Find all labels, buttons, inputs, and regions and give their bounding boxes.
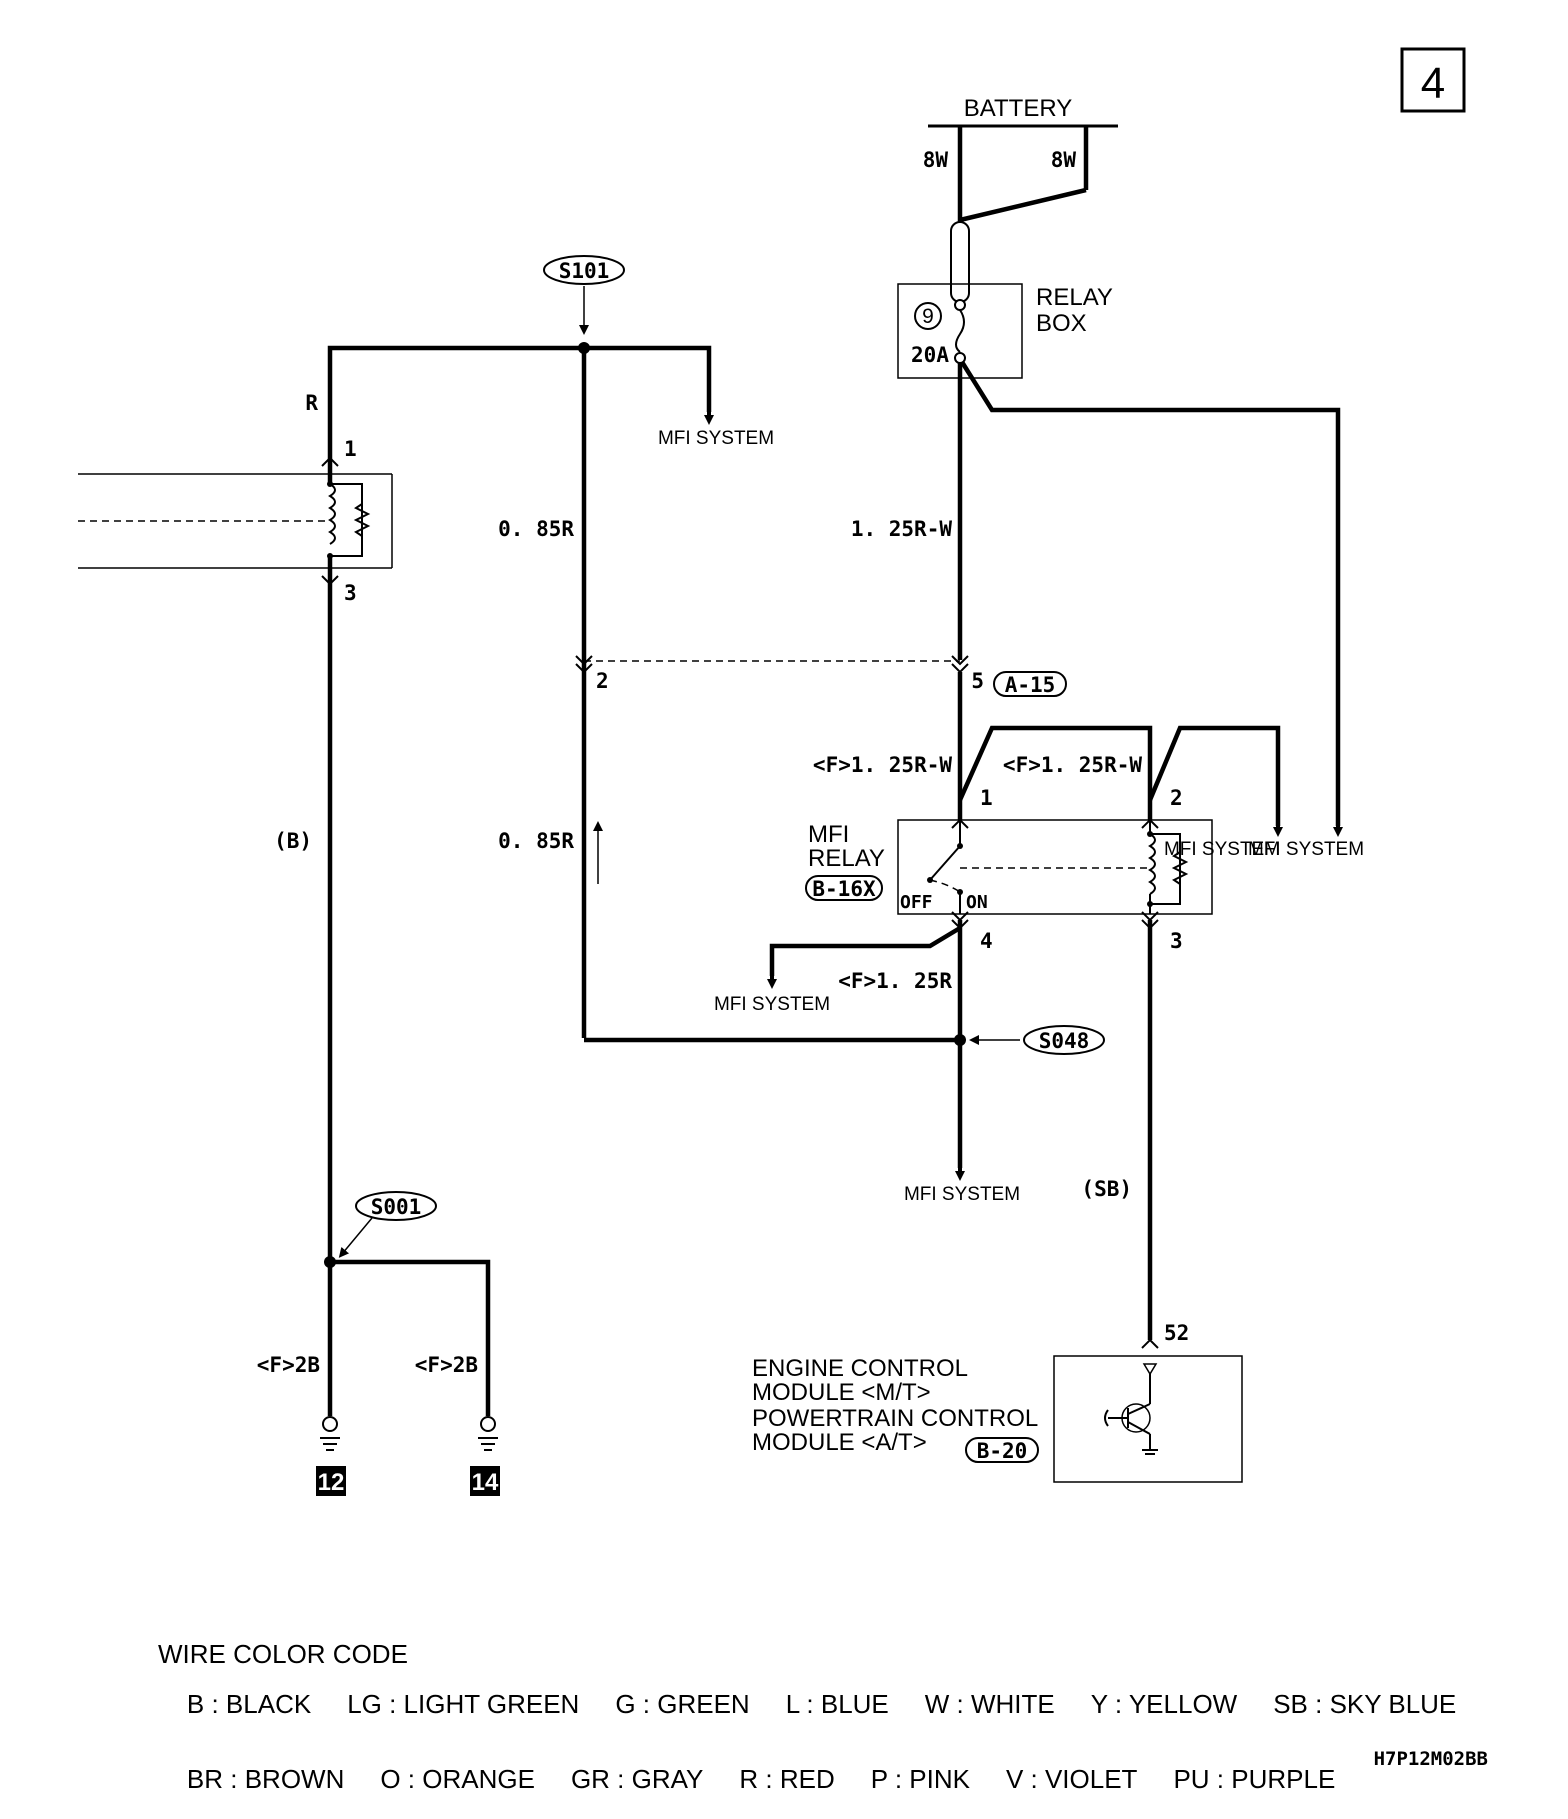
mfi-system-right-1: MFI SYSTEM xyxy=(1164,839,1280,860)
relay-pin-2: 2 xyxy=(1170,786,1183,810)
splice-s048-label: S048 xyxy=(1039,1029,1090,1053)
relay-off-label: OFF xyxy=(900,892,933,913)
battery: BATTERY 8W 8W xyxy=(923,95,1118,223)
battery-wire-right: 8W xyxy=(1051,148,1077,172)
mfi-relay-label-1: MFI xyxy=(808,821,849,848)
mfi-system-right-2: MFI SYSTEM xyxy=(1248,839,1364,860)
legend-item: G : GREEN xyxy=(615,1689,750,1719)
legend-item: O : ORANGE xyxy=(380,1764,535,1794)
ground-12-label: 12 xyxy=(318,1469,345,1496)
ground-12: 12 xyxy=(316,1416,346,1496)
mfi-relay: MFI RELAY OFF ON xyxy=(808,818,1213,915)
relay-box-label-1: RELAY xyxy=(1036,284,1113,311)
wire-f-rw125-right: <F>1. 25R-W xyxy=(1003,753,1142,777)
mfi-relay-label-2: RELAY xyxy=(808,845,885,872)
mfi-system-bottom: MFI SYSTEM xyxy=(904,1184,1020,1205)
relay-box-label-2: BOX xyxy=(1036,310,1087,337)
relay-box: 9 20A RELAY BOX xyxy=(897,283,1113,379)
connector-a15-label: A-15 xyxy=(1005,673,1056,697)
connector-b20-label: B-20 xyxy=(977,1439,1028,1463)
battery-wire-left: 8W xyxy=(923,148,949,172)
splice-s001: S001 xyxy=(338,1191,437,1258)
splice-s101-label: S101 xyxy=(559,259,610,283)
relay-pin-1: 1 xyxy=(980,786,993,810)
diagram-code: H7P12M02BB xyxy=(1373,1748,1488,1770)
mfi-system-top: MFI SYSTEM xyxy=(658,428,774,449)
ecm-line-3: POWERTRAIN CONTROL xyxy=(752,1405,1038,1432)
legend-item: B : BLACK xyxy=(186,1689,312,1719)
wire-r085-bottom: 0. 85R xyxy=(498,829,574,853)
legend-item: LG : LIGHT GREEN xyxy=(347,1689,580,1719)
connector-b16x: B-16X xyxy=(805,875,883,901)
fusible-link xyxy=(950,221,970,311)
ground-14-label: 14 xyxy=(472,1469,499,1496)
relay-pin-3: 3 xyxy=(1170,929,1183,953)
wire-b: (B) xyxy=(274,829,312,853)
legend-item: R : RED xyxy=(739,1764,835,1794)
mfi-system-middle: MFI SYSTEM xyxy=(714,994,830,1015)
ecm-line-2: MODULE <M/T> xyxy=(752,1379,931,1406)
wire-f-rw125-left: <F>1. 25R-W xyxy=(813,753,952,777)
legend-row-1: B : BLACK LG : LIGHT GREEN G : GREEN L : BL… xyxy=(158,1667,1492,1742)
wire-color-legend: WIRE COLOR CODE B : BLACK LG : LIGHT GREE… xyxy=(158,1639,1492,1817)
left-component xyxy=(78,473,393,569)
wire-sb: (SB) xyxy=(1081,1177,1132,1201)
ecm-pin-52: 52 xyxy=(1164,1321,1189,1345)
legend-item: GR : GRAY xyxy=(570,1764,704,1794)
wire-rw125: 1. 25R-W xyxy=(851,517,953,541)
wire-f-r125: <F>1. 25R xyxy=(838,969,952,993)
legend-title: WIRE COLOR CODE xyxy=(158,1639,408,1669)
legend-item: P : PINK xyxy=(870,1764,970,1794)
legend-item: W : WHITE xyxy=(924,1689,1055,1719)
wire-f2b-left: <F>2B xyxy=(257,1353,320,1377)
legend-item: BR : BROWN xyxy=(186,1764,345,1794)
relay-pin-4: 4 xyxy=(980,929,993,953)
connector-b16x-label: B-16X xyxy=(812,877,876,901)
legend-item: Y : YELLOW xyxy=(1090,1689,1238,1719)
left-pin-3: 3 xyxy=(344,581,357,605)
conn-pin-5: 5 xyxy=(971,669,984,693)
page-number: 4 xyxy=(1421,59,1445,108)
connector-a15: A-15 xyxy=(993,671,1067,697)
legend-item: V : VIOLET xyxy=(1005,1764,1138,1794)
left-pin-1: 1 xyxy=(344,437,357,461)
page-number-box: 4 xyxy=(1400,47,1466,113)
fuse-number: 9 xyxy=(922,305,934,328)
connector-b20: B-20 xyxy=(965,1437,1039,1463)
wire-r: R xyxy=(305,391,318,415)
legend-item: PU : PURPLE xyxy=(1173,1764,1336,1794)
relay-on-label: ON xyxy=(966,892,988,913)
battery-label: BATTERY xyxy=(964,95,1072,122)
wire-f2b-right: <F>2B xyxy=(415,1353,478,1377)
legend-row-2: BR : BROWN O : ORANGE GR : GRAY R : RED P : … xyxy=(158,1742,1492,1817)
fuse-rating: 20A xyxy=(911,343,949,367)
legend-item: SB : SKY BLUE xyxy=(1273,1689,1457,1719)
ecm-line-1: ENGINE CONTROL xyxy=(752,1355,968,1382)
ecm-line-4: MODULE <A/T> xyxy=(752,1429,927,1456)
splice-s048: S048 xyxy=(1023,1025,1105,1055)
legend-item: L : BLUE xyxy=(785,1689,889,1719)
splice-s101: S101 xyxy=(543,255,625,335)
ecm-module xyxy=(1053,1355,1243,1483)
splice-s001-label: S001 xyxy=(371,1195,422,1219)
conn-pin-2: 2 xyxy=(596,669,609,693)
wire-r085-top: 0. 85R xyxy=(498,517,574,541)
ground-14: 14 xyxy=(470,1416,500,1496)
